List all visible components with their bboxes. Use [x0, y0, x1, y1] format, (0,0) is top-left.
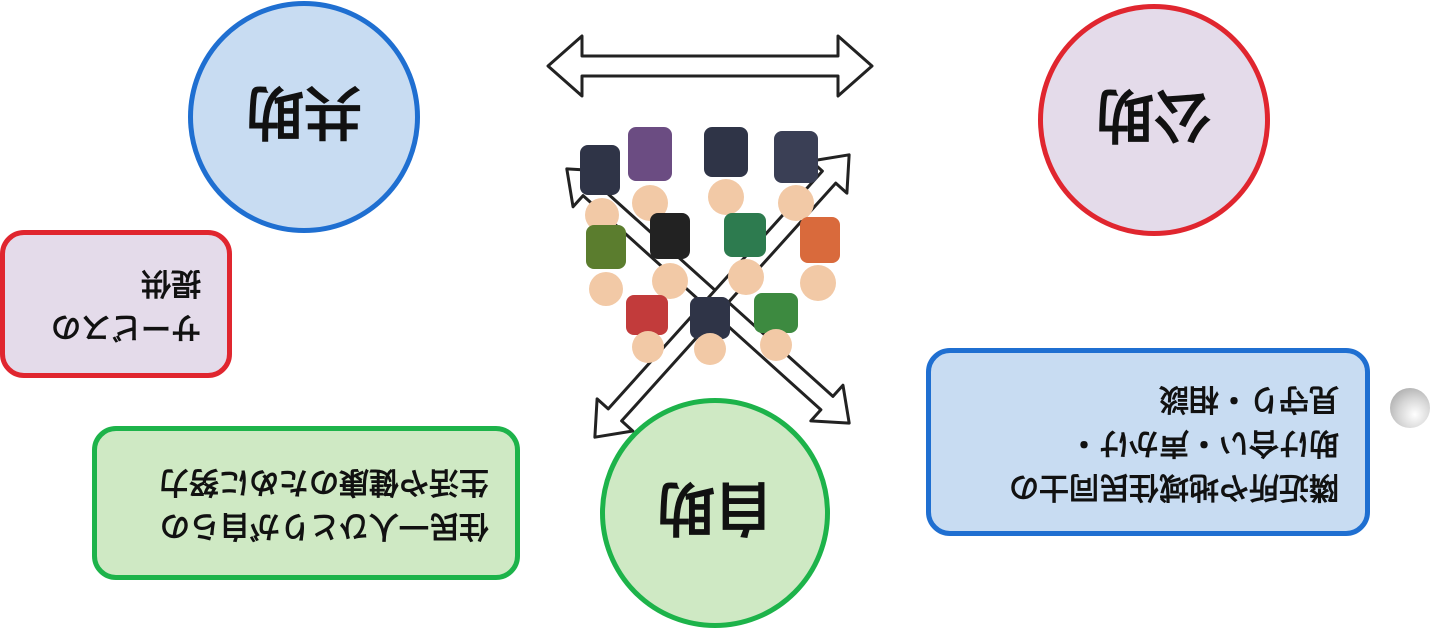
- gray-dot: [1390, 388, 1430, 428]
- double-arrow-icon: [546, 34, 874, 98]
- double-arrow-icon: [593, 153, 851, 439]
- people-group-icon: [580, 127, 840, 365]
- community-people-illustration: [580, 127, 840, 365]
